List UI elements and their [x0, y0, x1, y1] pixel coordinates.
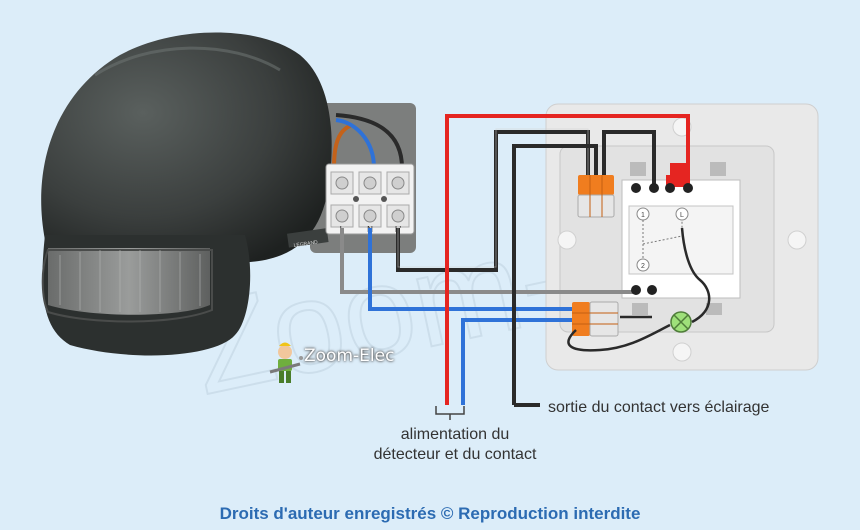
supply-label-line-2: détecteur et du contact — [373, 446, 537, 463]
worker-icon — [269, 342, 303, 383]
switch-screw — [632, 303, 648, 315]
switch-top-terminal — [683, 183, 693, 193]
svg-text:LEGRAND: LEGRAND — [293, 240, 318, 249]
wire-black-switch-top — [602, 130, 656, 188]
supply-label-line-1: alimentation du — [400, 426, 510, 443]
switch-screw — [630, 162, 646, 176]
wire-blue-detector — [335, 118, 376, 169]
switch-top-terminal — [665, 183, 675, 193]
switch-terminal-L-label: L — [680, 212, 684, 219]
wire-lamp-neutral — [567, 323, 671, 352]
wire-grey-phase — [340, 228, 636, 294]
supply-label: alimentation du détecteur et du contact — [330, 425, 580, 465]
plate-hole — [787, 230, 807, 250]
wago-connector-bottom — [572, 301, 619, 337]
wire-blue-neutral — [368, 228, 576, 311]
brand-logo-text: Zoom-Elec — [304, 346, 395, 366]
red-clip — [666, 163, 690, 187]
motion-detector: LEGRAND — [41, 32, 332, 356]
switch-top-terminal — [631, 183, 641, 193]
switch-screw — [710, 162, 726, 176]
copyright-notice: Droits d'auteur enregistrés © Reproducti… — [219, 504, 641, 523]
plate-hole — [672, 342, 692, 362]
supply-brace — [435, 406, 465, 420]
switch-top-terminal — [649, 183, 659, 193]
wire-black-lighting — [512, 144, 598, 405]
plate-hole — [557, 230, 577, 250]
switch-contact-lines — [642, 220, 683, 258]
switch-terminal-2 — [636, 258, 650, 272]
switch-bottom-terminal — [647, 285, 657, 295]
switch-terminal-1-label: 1 — [641, 212, 645, 219]
switch-terminal-L — [675, 207, 689, 221]
wire-lamp-phase — [680, 227, 711, 324]
lamp-icon — [670, 311, 692, 333]
wire-black-detector — [335, 113, 404, 169]
switch-terminal-2-label: 2 — [641, 263, 645, 270]
output-label: sortie du contact vers éclairage — [548, 399, 770, 416]
wire-blue-supply — [461, 318, 576, 405]
wire-red-phase — [445, 114, 690, 405]
wire-brown-detector — [332, 123, 353, 169]
terminal-block — [325, 163, 415, 235]
wire-grey-outline — [397, 128, 589, 268]
switch-bottom-terminal — [631, 285, 641, 295]
switch-screw — [706, 303, 722, 315]
wago-connector-top — [577, 175, 615, 218]
